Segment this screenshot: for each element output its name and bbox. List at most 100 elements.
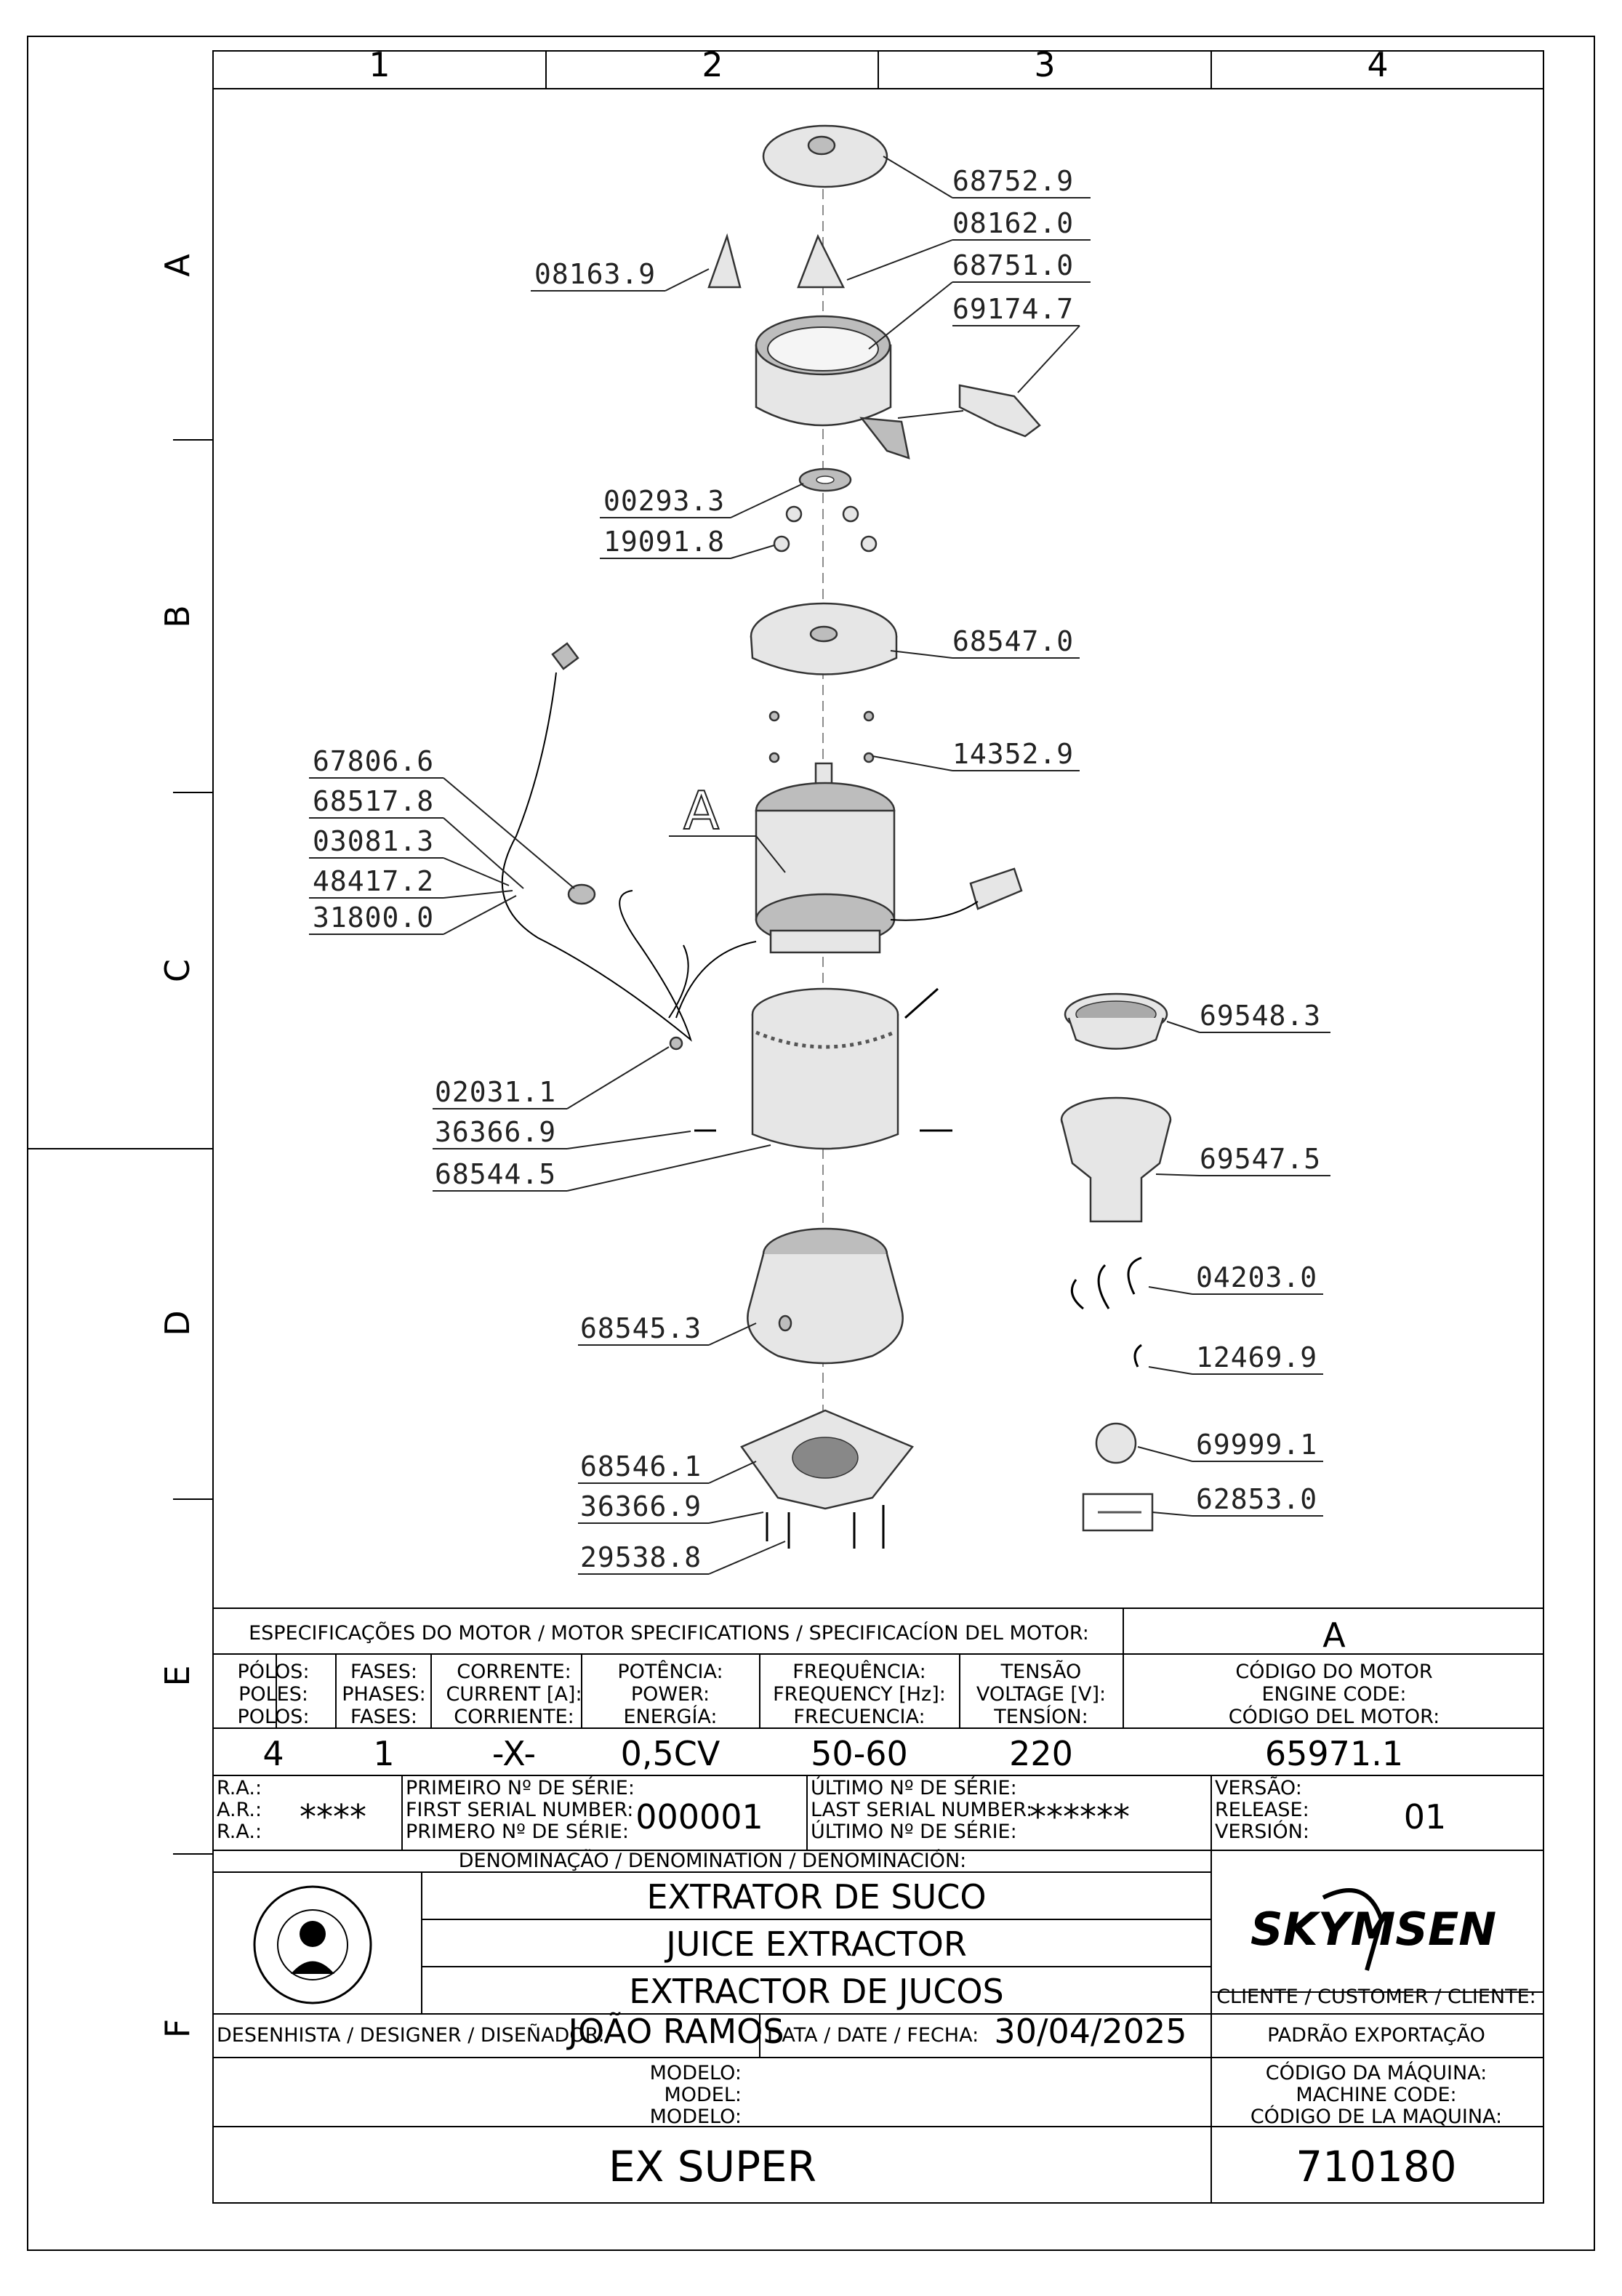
grid-col-2: 2 (702, 45, 723, 84)
svg-text:MACHINE CODE:: MACHINE CODE: (1296, 2084, 1456, 2106)
svg-text:CORRIENTE:: CORRIENTE: (454, 1706, 574, 1728)
svg-text:ENERGÍA:: ENERGÍA: (623, 1705, 717, 1728)
svg-text:ENGINE CODE:: ENGINE CODE: (1261, 1683, 1406, 1706)
svg-text:A.R.:: A.R.: (217, 1799, 262, 1821)
grid-row-a: A (158, 254, 197, 277)
date-label: DATA / DATE / FECHA: (767, 2024, 979, 2047)
part-label: 29538.8 (580, 1541, 702, 1573)
part-label: 31800.0 (313, 902, 434, 934)
title-block (213, 1607, 1543, 2203)
svg-text:220: 220 (1009, 1734, 1073, 1773)
motor-spec-columns: PÓLOS: POLES: POLOS: FASES: PHASES: FASE… (237, 1660, 1440, 1728)
svg-text:PÓLOS:: PÓLOS: (237, 1660, 309, 1683)
first-serial-value: 000001 (635, 1797, 763, 1837)
svg-text:1: 1 (373, 1734, 394, 1773)
part-label: 02031.1 (435, 1076, 556, 1108)
grid-rows: A B C D E F (158, 254, 197, 2039)
part-label: 08162.0 (952, 207, 1074, 239)
motor-spec-header: ESPECIFICAÇÕES DO MOTOR / MOTOR SPECIFIC… (249, 1621, 1089, 1645)
svg-text:PRIMERO Nº DE SÉRIE:: PRIMERO Nº DE SÉRIE: (406, 1820, 629, 1843)
designer-value: JOÃO RAMOS (566, 2012, 784, 2051)
svg-text:POLOS:: POLOS: (237, 1706, 309, 1728)
denomination-en: JUICE EXTRACTOR (664, 1924, 967, 1964)
engine-code-value: 65971.1 (1265, 1734, 1403, 1773)
svg-text:TENSÍON:: TENSÍON: (993, 1705, 1088, 1728)
svg-text:R.A.:: R.A.: (217, 1777, 262, 1799)
grid-col-3: 3 (1034, 45, 1055, 84)
svg-text:FREQUENCY [Hz]:: FREQUENCY [Hz]: (773, 1683, 946, 1706)
denomination-pt: EXTRATOR DE SUCO (646, 1877, 986, 1916)
svg-text:POLES:: POLES: (238, 1683, 308, 1706)
model-labels: MODELO: MODEL: MODELO: (650, 2062, 742, 2128)
part-label: 68544.5 (435, 1158, 556, 1190)
grid-row-c: C (158, 959, 197, 982)
part-label: 04203.0 (1196, 1261, 1317, 1293)
ra-value: **** (300, 1797, 366, 1837)
svg-text:MODELO:: MODELO: (650, 2106, 742, 2128)
svg-text:FIRST SERIAL NUMBER:: FIRST SERIAL NUMBER: (406, 1799, 633, 1821)
grid-col-4: 4 (1367, 45, 1388, 84)
denomination-es: EXTRACTOR DE JUCOS (629, 1972, 1004, 2011)
last-serial-value: ****** (1029, 1797, 1130, 1837)
svg-text:R.A.:: R.A.: (217, 1821, 262, 1843)
svg-text:LAST SERIAL NUMBER:: LAST SERIAL NUMBER: (811, 1799, 1032, 1821)
svg-text:-X-: -X- (492, 1734, 536, 1773)
part-label: 00293.3 (603, 485, 725, 517)
serial-labels: R.A.: A.R.: R.A.: PRIMEIRO Nº DE SÉRIE: … (217, 1776, 1309, 1843)
machine-code-labels: CÓDIGO DA MÁQUINA: MACHINE CODE: CÓDIGO … (1250, 2061, 1502, 2128)
part-label: 19091.8 (603, 526, 725, 558)
part-label: 12469.9 (1196, 1341, 1317, 1373)
svg-text:TENSÃO: TENSÃO (1000, 1660, 1082, 1683)
part-label: 36366.9 (435, 1116, 556, 1148)
part-label: 68752.9 (952, 165, 1074, 197)
svg-text:FREQUÊNCIA:: FREQUÊNCIA: (792, 1660, 926, 1683)
part-label: 69999.1 (1196, 1429, 1317, 1461)
svg-text:4: 4 (262, 1734, 284, 1773)
grid-row-e: E (158, 1665, 197, 1686)
part-label: 48417.2 (313, 865, 434, 897)
date-value: 30/04/2025 (994, 2012, 1187, 2051)
part-callouts: 68752.9 08162.0 68751.0 69174.7 08163.9 … (309, 156, 1330, 1575)
sheet-border (27, 36, 1595, 2251)
svg-text:CÓDIGO DEL MOTOR:: CÓDIGO DEL MOTOR: (1229, 1705, 1440, 1728)
svg-text:ÚLTIMO Nº DE SÉRIE:: ÚLTIMO Nº DE SÉRIE: (811, 1776, 1017, 1799)
svg-text:MODELO:: MODELO: (650, 2062, 742, 2084)
grid-col-1: 1 (369, 45, 390, 84)
parts-illustration (501, 124, 1172, 1549)
svg-text:50-60: 50-60 (811, 1734, 908, 1773)
motor-spec-values: 4 1 -X- 0,5CV 50-60 220 65971.1 (262, 1734, 1403, 1773)
authorized-service-seal (253, 1885, 372, 2004)
denomination-header: DENOMINAÇÃO / DENOMINATION / DENOMINACIÓ… (459, 1849, 967, 1872)
part-label: 69547.5 (1200, 1143, 1321, 1175)
part-label: 08163.9 (534, 258, 656, 290)
part-label: 67806.6 (313, 745, 434, 777)
grid-row-b: B (158, 605, 197, 628)
svg-text:0,5CV: 0,5CV (621, 1734, 720, 1773)
svg-text:CURRENT [A]:: CURRENT [A]: (446, 1683, 582, 1706)
part-label: 68547.0 (952, 625, 1074, 657)
svg-text:POWER:: POWER: (631, 1683, 710, 1706)
svg-text:CÓDIGO DA MÁQUINA:: CÓDIGO DA MÁQUINA: (1266, 2061, 1487, 2084)
svg-text:VERSIÓN:: VERSIÓN: (1215, 1820, 1309, 1843)
svg-text:VERSÃO:: VERSÃO: (1215, 1776, 1302, 1799)
model-value: EX SUPER (609, 2142, 816, 2191)
client-label: CLIENTE / CUSTOMER / CLIENTE: (1216, 1986, 1536, 2008)
designer-label: DESENHISTA / DESIGNER / DISEÑADOR: (217, 2023, 605, 2047)
part-label: 03081.3 (313, 825, 434, 857)
svg-text:PRIMEIRO Nº DE SÉRIE:: PRIMEIRO Nº DE SÉRIE: (406, 1776, 635, 1799)
part-label: 62853.0 (1196, 1483, 1317, 1515)
part-label: 68517.8 (313, 785, 434, 817)
part-label: 69174.7 (952, 293, 1074, 325)
part-label: 36366.9 (580, 1490, 702, 1522)
svg-text:RELEASE:: RELEASE: (1215, 1799, 1309, 1821)
svg-text:CORRENTE:: CORRENTE: (457, 1661, 571, 1683)
revision-letter: A (1322, 1615, 1346, 1655)
svg-text:ÚLTIMO Nº DE SÉRIE:: ÚLTIMO Nº DE SÉRIE: (811, 1820, 1017, 1843)
part-label: 68546.1 (580, 1450, 702, 1482)
svg-text:FASES:: FASES: (350, 1661, 417, 1683)
version-value: 01 (1404, 1797, 1447, 1837)
part-label: 68545.3 (580, 1312, 702, 1344)
grid-row-f: F (158, 2019, 197, 2038)
svg-text:PHASES:: PHASES: (342, 1683, 426, 1706)
